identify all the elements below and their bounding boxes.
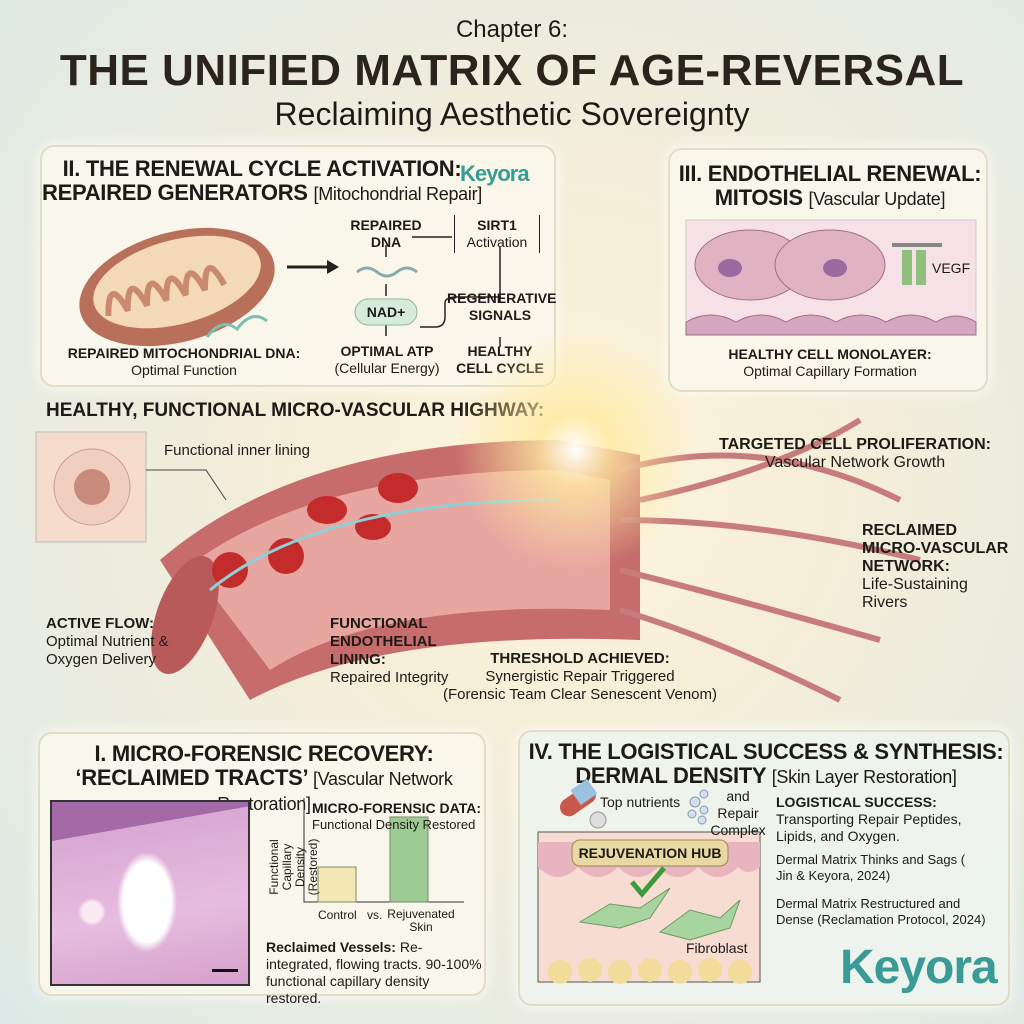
chart-bar-1 — [389, 816, 429, 903]
bubbles-icon — [687, 789, 709, 825]
page-subtitle: Reclaiming Aesthetic Sovereignty — [274, 96, 750, 132]
panel-title: III. ENDOTHELIAL RENEWAL:MITOSIS [Vascul… — [678, 161, 982, 210]
repair-complex-label: and Repair Complex — [710, 788, 766, 838]
note-restructured: Dermal Matrix Restructured and Dense (Re… — [776, 896, 986, 927]
note-thinning: Dermal Matrix Thinks and Sags ( Jin & Ke… — [776, 852, 966, 883]
panel-title: IV. THE LOGISTICAL SUCCESS & SYNTHESIS:D… — [528, 739, 1004, 788]
capillary-density-chart — [303, 798, 464, 903]
threshold-label: THRESHOLD ACHIEVED:Synergistic Repair Tr… — [442, 650, 717, 703]
chart-x-label-rejuvenated: Rejuvenated Skin — [387, 907, 455, 934]
capsule-icon — [559, 778, 598, 817]
chart-subtitle: Functional Density Restored — [312, 817, 476, 832]
page-title: THE UNIFIED MATRIX OF AGE-REVERSAL — [59, 46, 965, 95]
mitochondrion-illustration — [79, 227, 501, 347]
chart-y-label: Functional Capillary Density (Restored) — [267, 838, 320, 896]
healthy-cell-cycle-label: HEALTHY CELL CYCLE — [456, 343, 544, 376]
panel-micro-forensic: I. MICRO-FORENSIC RECOVERY:‘RECLAIMED TR… — [38, 732, 486, 1006]
endothelial-lining-label: FUNCTIONAL ENDOTHELIAL LINING:Repaired I… — [330, 615, 449, 686]
chart-bar-0 — [317, 866, 357, 903]
chart-x-separator: vs. — [367, 908, 383, 922]
panel-endothelial-renewal: III. ENDOTHELIAL RENEWAL:MITOSIS [Vascul… — [668, 148, 988, 392]
brand-logo: Keyora — [460, 161, 530, 186]
mito-caption: REPAIRED MITOCHONDRIAL DNA:Optimal Funct… — [67, 345, 301, 378]
vessels-caption: Reclaimed Vessels: Re-integrated, flowin… — [266, 939, 482, 1006]
fibroblast-label: Fibroblast — [686, 940, 748, 956]
panel-title: I. MICRO-FORENSIC RECOVERY:‘RECLAIMED TR… — [75, 741, 453, 815]
inner-lining-label: Functional inner lining — [164, 442, 310, 459]
mitosis-illustration — [685, 219, 977, 336]
inner-lining-inset — [35, 431, 147, 543]
tablet-icon — [589, 811, 607, 829]
regenerative-signals-label: REGENERATIVE SIGNALS — [447, 290, 557, 323]
chapter-label: Chapter 6: — [455, 16, 569, 43]
histology-image — [50, 800, 250, 986]
panel-title: II. THE RENEWAL CYCLE ACTIVATION:REPAIRE… — [42, 156, 482, 205]
active-flow-label: ACTIVE FLOW:Optimal Nutrient & Oxygen De… — [46, 615, 169, 668]
chart-title: MICRO-FORENSIC DATA: — [312, 800, 482, 816]
highway-title: HEALTHY, FUNCTIONAL MICRO-VASCULAR HIGHW… — [46, 400, 545, 421]
chart-x-label-control: Control — [318, 908, 357, 922]
top-nutrients-label: Top nutrients — [600, 794, 681, 810]
checkmark-icon — [630, 866, 666, 898]
vegf-label: VEGF — [932, 260, 971, 276]
panel-renewal-cycle: II. THE RENEWAL CYCLE ACTIVATION:REPAIRE… — [40, 145, 556, 387]
rejuvenation-hub-badge: REJUVENATION HUB — [578, 845, 722, 861]
nad-badge: NAD+ — [366, 304, 406, 320]
logistical-success-text: LOGISTICAL SUCCESS:Transporting Repair P… — [776, 794, 962, 844]
reclaimed-network-label: RECLAIMED MICRO-VASCULAR NETWORK:Life-Su… — [862, 522, 1009, 611]
dermal-illustration — [537, 778, 761, 984]
optimal-atp-label: OPTIMAL ATP(Cellular Energy) — [334, 343, 440, 376]
dna-helix-icon — [205, 315, 268, 338]
monolayer-caption: HEALTHY CELL MONOLAYER:Optimal Capillary… — [728, 346, 932, 379]
panel-logistical-success: IV. THE LOGISTICAL SUCCESS & SYNTHESIS:D… — [518, 730, 1010, 1006]
repaired-dna-label: REPAIRED DNA — [350, 217, 422, 250]
scale-bar — [212, 969, 238, 972]
proliferation-label: TARGETED CELL PROLIFERATION:Vascular Net… — [719, 436, 991, 471]
brand-logo-large: Keyora — [840, 941, 998, 994]
